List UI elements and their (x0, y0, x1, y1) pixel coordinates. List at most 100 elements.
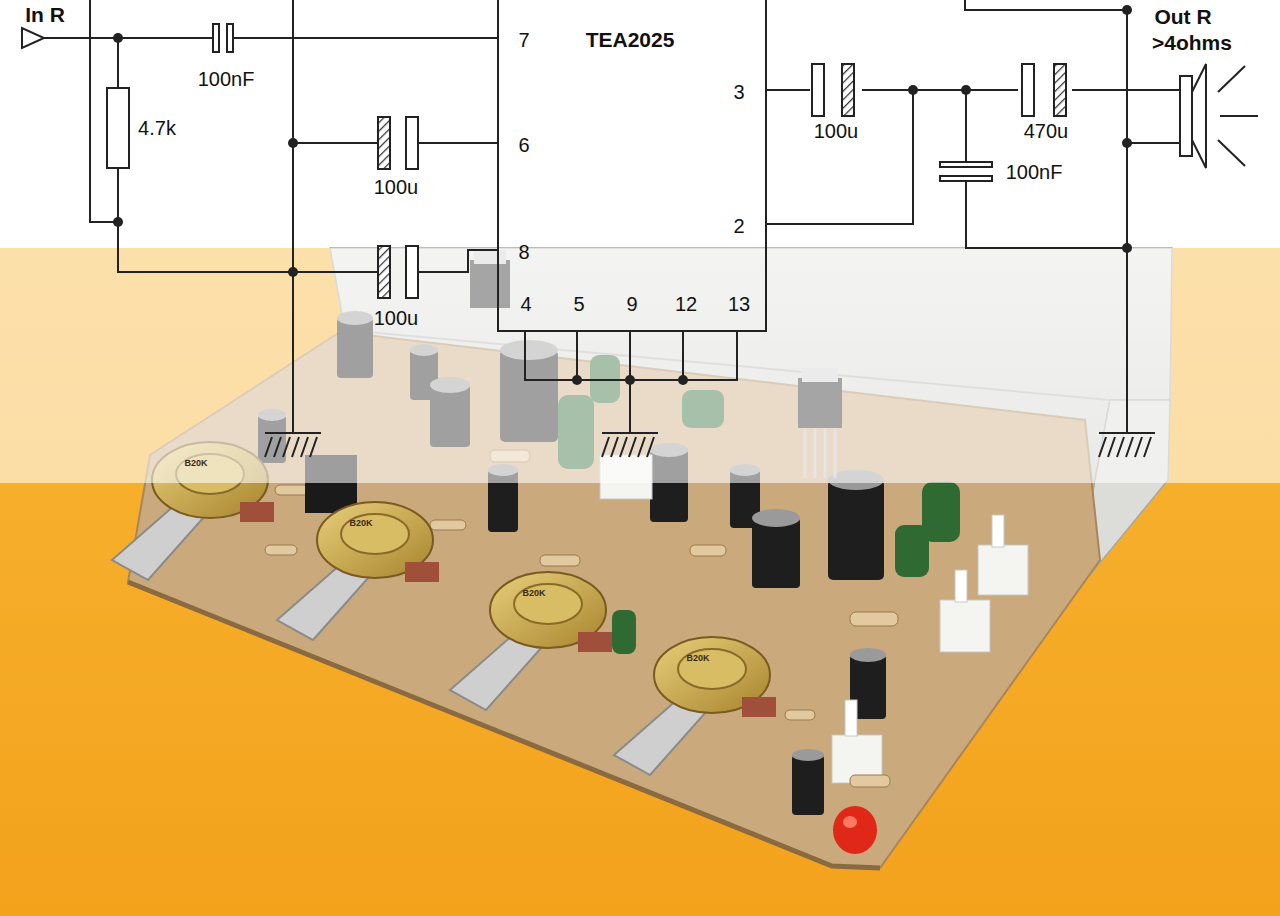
resistors (265, 450, 898, 787)
speaker-symbol-part (1180, 76, 1192, 156)
resistors-part (265, 545, 297, 555)
load-impedance: >4ohms (1152, 32, 1232, 53)
wires-part (418, 250, 497, 272)
pin-number: 4 (520, 294, 531, 314)
wires-part (118, 38, 378, 272)
junction-dots-part (1122, 138, 1132, 148)
resistors-part (540, 555, 580, 566)
capacitor-value: 100nF (198, 69, 255, 89)
potentiometers-part-part (678, 649, 746, 689)
junction-dots-part (1122, 5, 1132, 15)
speaker-symbol-part (1218, 66, 1258, 166)
wires (22, 0, 1180, 432)
ground-symbols-part-part (1099, 437, 1151, 457)
electrolytic-capacitors-part (850, 648, 886, 662)
pin-number: 13 (728, 294, 750, 314)
capacitor-symbols-part (378, 246, 390, 298)
junction-dots-part (908, 85, 918, 95)
pot-marking: B20K (686, 654, 709, 663)
junction-dots-part (678, 375, 688, 385)
junction-dots-part (288, 267, 298, 277)
capacitor-symbols-part (940, 176, 992, 181)
electrolytic-capacitors-part (828, 480, 884, 580)
capacitor-symbols-part (1054, 64, 1066, 116)
ground-symbols-part (1099, 433, 1155, 457)
wires-part (293, 142, 497, 144)
potentiometers-part (277, 502, 439, 640)
junction-dots-part (113, 33, 123, 43)
input-label: In R (25, 4, 65, 25)
speaker-symbol-part (1192, 64, 1206, 168)
resistor-symbol-part (107, 88, 129, 168)
capacitor-symbols-part (1022, 64, 1034, 116)
pin-number: 7 (518, 30, 529, 50)
speaker-symbol (1180, 64, 1258, 168)
ground-symbols-part-part (602, 432, 658, 434)
resistor-symbol (107, 88, 129, 168)
wires-part (966, 90, 1127, 248)
potentiometers-part (614, 637, 776, 775)
potentiometers (112, 442, 776, 775)
red-led (833, 806, 877, 854)
ground-symbols-part-part (265, 437, 317, 457)
connectors-part (992, 515, 1004, 547)
ground-symbols-part-part (602, 437, 654, 457)
capacitor-symbols-part (812, 64, 824, 116)
wires-part (525, 330, 737, 432)
orange-ground (0, 248, 1280, 916)
pot-marking: B20K (184, 459, 207, 468)
ground-symbols-part-part (265, 432, 321, 434)
capacitor-symbols-part (406, 117, 418, 169)
capacitor-symbols-part (213, 24, 219, 52)
capacitor-value: 100u (374, 308, 419, 328)
pot-marking: B20K (522, 589, 545, 598)
pin-number: 3 (733, 82, 744, 102)
pin-number: 5 (573, 294, 584, 314)
pin-number: 12 (675, 294, 697, 314)
wires-part (965, 0, 1127, 432)
ic-box: TEA2025768324591213 (497, 0, 767, 332)
junction-dots-part (1122, 243, 1132, 253)
output-label: Out R (1154, 6, 1211, 27)
capacitor-value: 100nF (1006, 162, 1063, 182)
capacitor-value: 470u (1024, 121, 1069, 141)
film-capacitors-part (612, 610, 636, 654)
potentiometers-part-part (240, 502, 274, 522)
resistors-part (785, 710, 815, 720)
potentiometers-part-part (405, 562, 439, 582)
electrolytic-capacitors-part (792, 755, 824, 815)
junction-dots-part (625, 375, 635, 385)
capacitor-symbols-part (842, 64, 854, 116)
input-terminal (22, 28, 44, 48)
resistors-part (850, 612, 898, 626)
junction-dots-part (961, 85, 971, 95)
capacitor-symbols-part (378, 117, 390, 169)
capacitor-value: 100u (814, 121, 859, 141)
electrolytic-capacitors-part (752, 518, 800, 588)
capacitor-symbols-part (227, 24, 233, 52)
pin-number: 6 (518, 135, 529, 155)
connectors (600, 455, 1028, 783)
white-ground (0, 0, 1280, 248)
capacitor-symbols (213, 24, 1066, 298)
connectors-part (955, 570, 967, 602)
pin-number: 8 (518, 242, 529, 262)
potentiometers-part-part (578, 632, 612, 652)
ground-symbols-part-part (1099, 432, 1155, 434)
white-overlay-band (0, 248, 1280, 483)
electrolytic-capacitors-part (792, 749, 824, 761)
resistors-part (690, 545, 726, 556)
potentiometers-part-part (341, 514, 409, 554)
film-capacitors-part (922, 482, 960, 542)
connectors-part (845, 700, 857, 736)
potentiometers-part-part (742, 697, 776, 717)
connectors-part (940, 600, 990, 652)
pin-number: 2 (733, 216, 744, 236)
red-led-part (843, 816, 857, 828)
capacitor-symbols-part (406, 246, 418, 298)
pot-marking: B20K (349, 519, 372, 528)
pin-number: 9 (626, 294, 637, 314)
wires-part (1127, 142, 1180, 144)
capacitor-value: 100u (374, 177, 419, 197)
